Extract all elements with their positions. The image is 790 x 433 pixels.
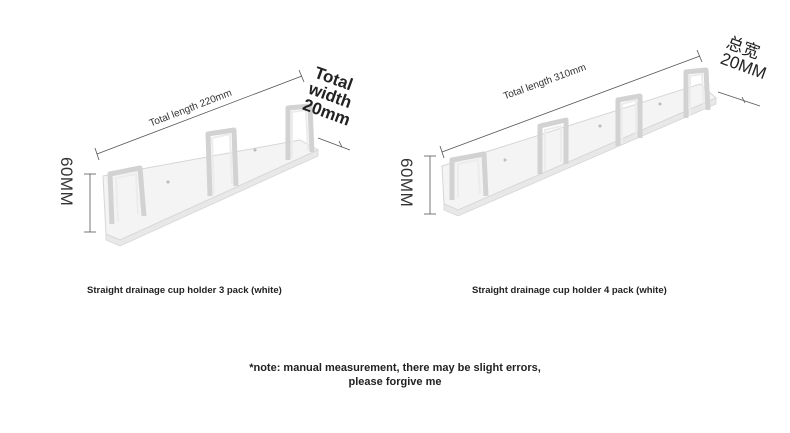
note-line-1: *note: manual measurement, there may be … (249, 362, 541, 374)
cup-holder-4-pack-illustration (424, 49, 761, 217)
measurement-note: *note: manual measurement, there may be … (0, 361, 790, 389)
note-line-2: please forgive me (348, 376, 442, 388)
product-caption-3-pack: Straight drainage cup holder 3 pack (whi… (87, 285, 282, 296)
width-dimension-line (717, 91, 761, 107)
cup-holder-3-pack-illustration (84, 69, 351, 247)
product-caption-4-pack: Straight drainage cup holder 4 pack (whi… (472, 285, 667, 296)
cup-hooks (449, 67, 711, 200)
length-dimension-line (441, 55, 701, 153)
base-plate (441, 83, 717, 211)
length-dimension-line (96, 75, 303, 155)
width-dimension-line (317, 137, 351, 151)
cup-hooks (107, 103, 315, 225)
height-label: 60MM (397, 158, 416, 208)
